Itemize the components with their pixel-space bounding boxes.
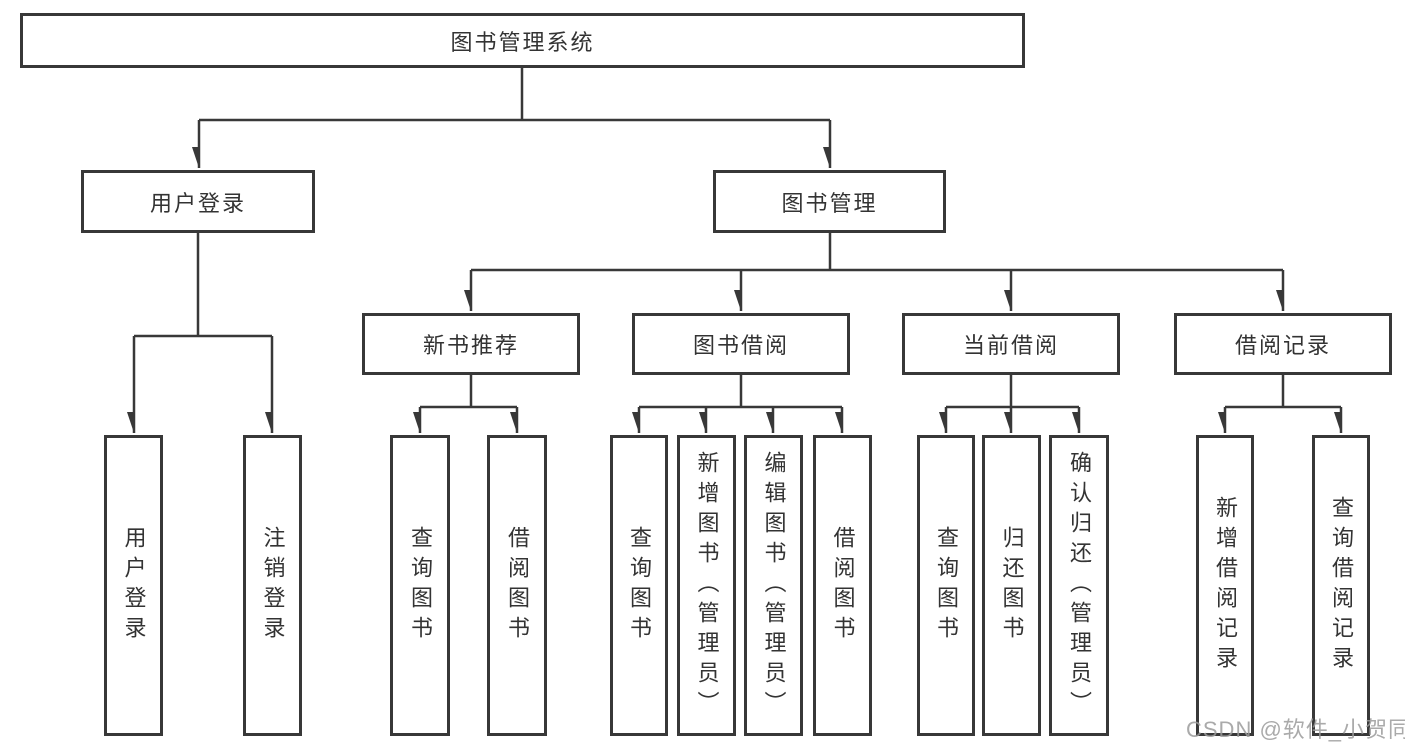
leaf-return-books: 归还图书	[982, 435, 1041, 736]
leaf-query-books-recommend: 查询图书	[390, 435, 450, 736]
leaf-query-books-borrowing: 查询图书	[610, 435, 668, 736]
node-book-borrowing: 图书借阅	[632, 313, 850, 375]
leaf-edit-books-admin: 编辑图书（管理员）	[744, 435, 803, 736]
node-book-management: 图书管理	[713, 170, 946, 233]
leaf-logout: 注销登录	[243, 435, 302, 736]
leaf-add-borrow-record: 新增借阅记录	[1196, 435, 1254, 736]
node-current-borrowing: 当前借阅	[902, 313, 1120, 375]
node-new-book-recommendation: 新书推荐	[362, 313, 580, 375]
csdn-watermark: CSDN @软件_小贺同学	[1186, 717, 1405, 742]
leaf-add-books-admin: 新增图书（管理员）	[677, 435, 736, 736]
leaf-borrow-books-recommend: 借阅图书	[487, 435, 547, 736]
leaf-user-login: 用户登录	[104, 435, 163, 736]
leaf-query-borrow-record: 查询借阅记录	[1312, 435, 1370, 736]
node-root-system: 图书管理系统	[20, 13, 1025, 68]
node-borrowing-records: 借阅记录	[1174, 313, 1392, 375]
leaf-borrow-books-borrowing: 借阅图书	[813, 435, 872, 736]
leaf-query-books-current: 查询图书	[917, 435, 975, 736]
node-user-login: 用户登录	[81, 170, 315, 233]
leaf-confirm-return-admin: 确认归还（管理员）	[1049, 435, 1109, 736]
